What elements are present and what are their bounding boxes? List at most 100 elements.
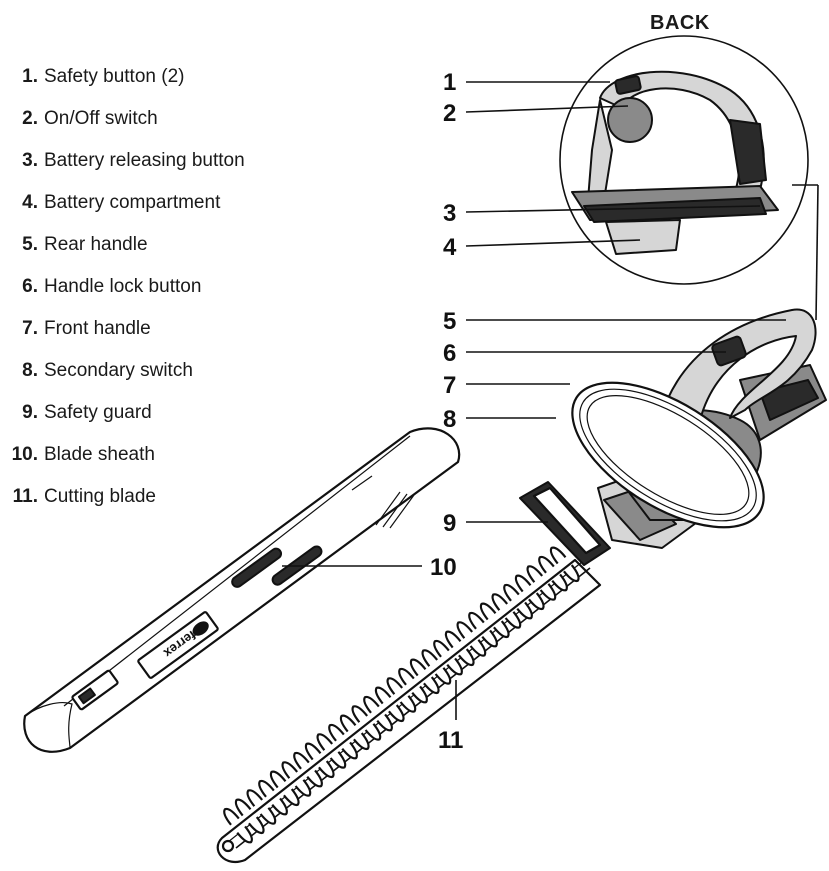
blade-tooth	[329, 751, 347, 769]
blade-tooth	[469, 639, 487, 657]
blade-tooth	[328, 723, 345, 742]
blade-tooth	[281, 761, 299, 779]
blade-tooth	[479, 602, 497, 621]
callout-5: 5	[443, 308, 456, 335]
legend-item: 10.Blade sheath	[11, 444, 155, 465]
blade-tooth	[528, 592, 545, 611]
legend-item: 8.Secondary switch	[22, 360, 193, 381]
blade-tooth	[271, 797, 288, 816]
blade-tooth	[318, 760, 335, 779]
blade-tooth	[456, 621, 474, 639]
blade-tooth	[551, 573, 568, 592]
blade-tooth	[293, 751, 310, 770]
blade-tooth	[538, 555, 555, 574]
legend-item: 11.Cutting blade	[12, 486, 156, 507]
blade-tooth	[399, 695, 417, 713]
callout-9: 9	[443, 510, 456, 537]
legend-item: 9.Safety guard	[22, 402, 152, 423]
blade-tooth	[248, 816, 265, 835]
blade-tooth	[433, 639, 450, 658]
back-view-label: BACK	[650, 12, 710, 34]
blade-tooth	[503, 583, 520, 602]
callout-numbers: 1 2 3 4 5 6 7 8 9 10 11	[430, 69, 463, 754]
legend-label: Front handle	[44, 318, 151, 339]
callout-lines	[282, 81, 786, 720]
blade-tooth	[539, 583, 557, 601]
blade-tooth	[434, 667, 452, 685]
blade-tooth	[549, 546, 567, 565]
blade-tooth	[246, 789, 264, 807]
blade-tooth	[516, 601, 533, 620]
blade-tooth	[526, 565, 544, 583]
blade-tooth	[236, 825, 253, 844]
blade-tooth	[341, 741, 358, 760]
callout-10: 10	[430, 554, 457, 581]
callout-6: 6	[443, 340, 456, 367]
legend-item: 3.Battery releasing button	[22, 150, 245, 171]
legend-item: 6.Handle lock button	[22, 276, 202, 297]
blade-tooth	[423, 676, 440, 695]
callout-11: 11	[438, 727, 463, 754]
blade-tooth	[234, 798, 252, 817]
blade-tooth	[468, 611, 485, 630]
blade-tooth	[304, 742, 322, 761]
legend-label: Rear handle	[44, 234, 148, 255]
blade-tooth	[376, 713, 393, 732]
blade-tooth	[316, 733, 334, 751]
legend-item: 2.On/Off switch	[22, 108, 158, 129]
blade-tooth	[353, 732, 370, 751]
cutting-blade-illustration	[216, 546, 602, 863]
blade-tooth	[339, 714, 357, 733]
blade-tooth	[563, 564, 580, 583]
legend-label: Battery releasing button	[44, 150, 245, 171]
blade-tooth	[223, 807, 240, 826]
blade-tooth	[294, 779, 312, 797]
legend-label: Safety button (2)	[44, 66, 185, 87]
blade-tooth	[398, 667, 415, 686]
blade-tooth	[411, 685, 428, 704]
blade-tooth	[493, 620, 510, 639]
callout-3: 3	[443, 200, 456, 227]
callout-8: 8	[443, 406, 456, 433]
blade-tooth	[306, 769, 323, 788]
legend-item: 4.Battery compartment	[22, 192, 221, 213]
blade-tooth	[259, 807, 277, 825]
blade-tooth	[481, 629, 498, 648]
blade-tooth	[444, 630, 462, 649]
legend-item: 7.Front handle	[22, 318, 151, 339]
blade-tooth	[388, 704, 405, 723]
blade-tooth	[458, 648, 475, 667]
callout-7: 7	[443, 372, 456, 399]
blade-tooth	[386, 677, 404, 695]
legend-label: Handle lock button	[44, 276, 202, 297]
blade-tooth	[258, 779, 275, 798]
blade-tooth	[283, 788, 300, 807]
blade-tooth	[514, 574, 532, 593]
blade-teeth	[236, 564, 580, 844]
legend-label: On/Off switch	[44, 108, 158, 129]
legend-label: Secondary switch	[44, 360, 193, 381]
legend-label: Blade sheath	[44, 444, 155, 465]
blade-tooth	[446, 657, 463, 676]
legend-item: 1.Safety button (2)	[22, 66, 185, 87]
blade-tooth	[504, 611, 522, 629]
blade-tooth	[269, 770, 287, 789]
callout-4: 4	[443, 234, 457, 261]
blade-tooth	[374, 686, 392, 705]
blade-tooth	[364, 723, 382, 741]
callout-2: 2	[443, 100, 456, 127]
blade-tooth	[363, 695, 380, 714]
blade-tooth	[491, 593, 509, 611]
legend-label: Cutting blade	[44, 486, 156, 507]
legend-item: 5.Rear handle	[22, 234, 148, 255]
hedge-trimmer-illustration	[519, 308, 827, 566]
blade-tooth	[351, 705, 369, 723]
legend-label: Battery compartment	[44, 192, 221, 213]
back-detail-magnifier	[559, 35, 819, 321]
callout-1: 1	[443, 69, 456, 96]
blade-tooth	[409, 658, 427, 677]
blade-teeth	[223, 546, 567, 826]
blade-tooth	[421, 649, 439, 667]
legend-label: Safety guard	[44, 402, 152, 423]
